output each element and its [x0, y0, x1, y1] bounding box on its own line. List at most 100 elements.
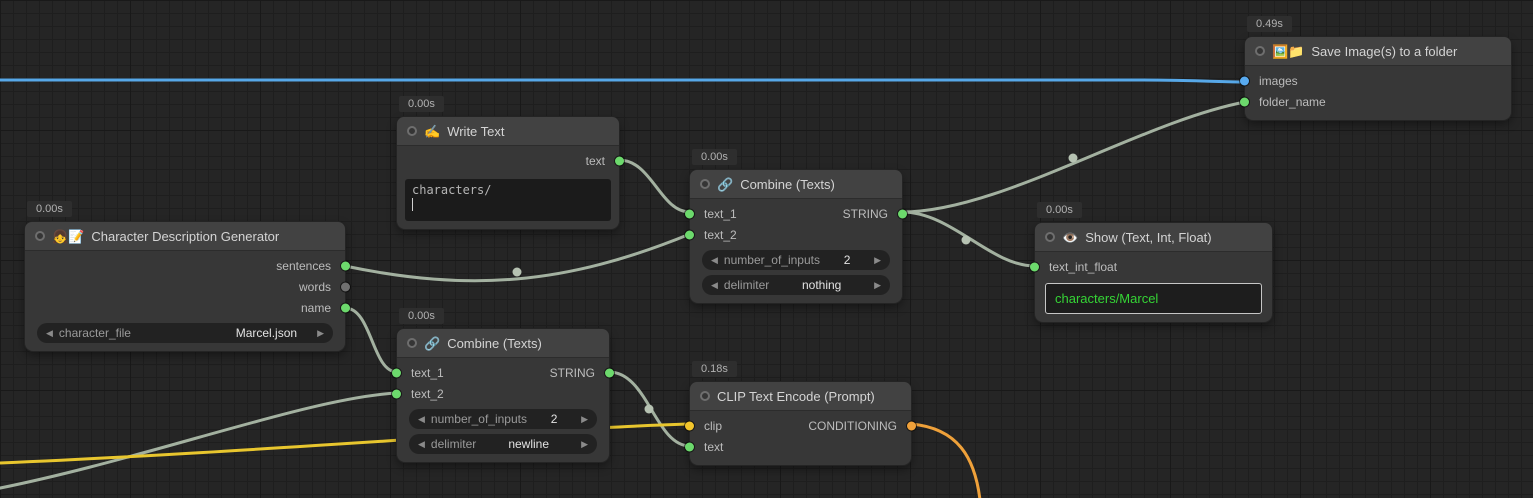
execution-time-badge: 0.00s [692, 149, 737, 165]
port-dot[interactable] [341, 303, 350, 312]
input-port-folder-name[interactable]: folder_name [1240, 91, 1511, 112]
input-port-text2[interactable]: text_2 [392, 383, 609, 404]
node-clip-text-encode[interactable]: 0.18s CLIP Text Encode (Prompt) clip CON… [685, 361, 916, 465]
port-row-text1-string[interactable]: text_1 STRING [392, 362, 614, 383]
port-dot[interactable] [907, 421, 916, 430]
link-midpoint-dot [961, 235, 971, 245]
wire-combine-top-to-save-folder [901, 100, 1246, 214]
port-dot[interactable] [898, 209, 907, 218]
number-of-inputs-widget[interactable]: ◀ number_of_inputs 2 ▶ [409, 409, 597, 429]
port-row-clip-conditioning[interactable]: clip CONDITIONING [685, 415, 916, 436]
input-port-images[interactable]: images [1240, 70, 1511, 91]
input-port-text[interactable]: text [685, 436, 911, 457]
stepper-left-icon[interactable]: ◀ [711, 279, 718, 290]
collapse-dot-icon[interactable] [700, 391, 710, 401]
widget-value[interactable]: 2 [550, 412, 558, 426]
widget-label: delimiter [430, 437, 477, 451]
execution-time-badge: 0.18s [692, 361, 737, 377]
stepper-left-icon[interactable]: ◀ [418, 438, 425, 449]
port-dot[interactable] [605, 368, 614, 377]
input-port-text2[interactable]: text_2 [685, 224, 902, 245]
port-dot[interactable] [1240, 76, 1249, 85]
widget-label: number_of_inputs [723, 253, 820, 267]
wire-combine-top-to-show [901, 210, 1036, 268]
port-label: images [1259, 73, 1298, 88]
wire-offscreen-to-combine-bottom-text2 [0, 391, 398, 490]
port-dot[interactable] [615, 156, 624, 165]
stepper-right-icon[interactable]: ▶ [317, 327, 324, 338]
link-midpoint-dot [644, 404, 654, 414]
node-header[interactable]: CLIP Text Encode (Prompt) [690, 382, 911, 411]
collapse-dot-icon[interactable] [35, 231, 45, 241]
text-editor[interactable]: characters/ [405, 179, 611, 221]
show-value-box[interactable]: characters/Marcel [1045, 283, 1262, 314]
collapse-dot-icon[interactable] [407, 338, 417, 348]
port-dot[interactable] [685, 230, 694, 239]
port-dot[interactable] [685, 442, 694, 451]
output-port-text[interactable]: text [397, 150, 624, 171]
execution-time-badge: 0.00s [1037, 202, 1082, 218]
widget-label: number_of_inputs [430, 412, 527, 426]
port-label: text [704, 439, 724, 454]
node-character-description-generator[interactable]: 0.00s 👧📝 Character Description Generator… [25, 201, 350, 351]
link-icon: 🔗 [424, 335, 441, 351]
widget-value[interactable]: 2 [843, 253, 851, 267]
port-dot[interactable] [392, 368, 401, 377]
port-dot[interactable] [685, 421, 694, 430]
widget-label: delimiter [723, 278, 770, 292]
node-header[interactable]: 👁️ Show (Text, Int, Float) [1035, 223, 1272, 252]
node-header[interactable]: 🔗 Combine (Texts) [397, 329, 609, 358]
output-port-sentences[interactable]: sentences [25, 255, 350, 276]
node-combine-texts-bottom[interactable]: 0.00s 🔗 Combine (Texts) text_1 STRING te… [392, 308, 614, 462]
port-label: text_int_float [1049, 259, 1118, 274]
node-header[interactable]: 🔗 Combine (Texts) [690, 170, 902, 199]
node-header[interactable]: 👧📝 Character Description Generator [25, 222, 345, 251]
delimiter-widget[interactable]: ◀ delimiter nothing ▶ [702, 275, 890, 295]
port-label: words [298, 279, 331, 294]
port-dot[interactable] [341, 282, 350, 291]
port-dot[interactable] [685, 209, 694, 218]
port-label: STRING [842, 206, 888, 221]
node-combine-texts-top[interactable]: 0.00s 🔗 Combine (Texts) text_1 STRING te… [685, 149, 907, 303]
stepper-left-icon[interactable]: ◀ [418, 413, 425, 424]
port-dot[interactable] [341, 261, 350, 270]
node-title: Write Text [447, 123, 505, 139]
collapse-dot-icon[interactable] [1045, 232, 1055, 242]
execution-time-badge: 0.00s [27, 201, 72, 217]
collapse-dot-icon[interactable] [700, 179, 710, 189]
stepper-right-icon[interactable]: ▶ [874, 254, 881, 265]
text-caret [412, 198, 413, 211]
port-dot[interactable] [1240, 97, 1249, 106]
character-file-widget[interactable]: ◀ character_file Marcel.json ▶ [37, 323, 333, 343]
output-port-words[interactable]: words [25, 276, 350, 297]
stepper-right-icon[interactable]: ▶ [581, 413, 588, 424]
node-show-text-int-float[interactable]: 0.00s 👁️ Show (Text, Int, Float) text_in… [1030, 202, 1272, 322]
wire-images [0, 78, 1246, 84]
stepper-left-icon[interactable]: ◀ [711, 254, 718, 265]
node-save-images-to-folder[interactable]: 0.49s 🖼️📁 Save Image(s) to a folder imag… [1240, 16, 1511, 120]
port-dot[interactable] [392, 389, 401, 398]
port-row-text1-string[interactable]: text_1 STRING [685, 203, 907, 224]
input-port-text-int-float[interactable]: text_int_float [1030, 256, 1272, 277]
wire-combine-bottom-to-clip-text [608, 370, 691, 448]
collapse-dot-icon[interactable] [1255, 46, 1265, 56]
stepper-left-icon[interactable]: ◀ [46, 327, 53, 338]
link-icon: 🔗 [717, 176, 734, 192]
node-title: Combine (Texts) [447, 335, 542, 351]
widget-value[interactable]: Marcel.json [235, 326, 298, 340]
collapse-dot-icon[interactable] [407, 126, 417, 136]
node-header[interactable]: ✍️ Write Text [397, 117, 619, 146]
stepper-right-icon[interactable]: ▶ [874, 279, 881, 290]
number-of-inputs-widget[interactable]: ◀ number_of_inputs 2 ▶ [702, 250, 890, 270]
output-port-name[interactable]: name [25, 297, 350, 318]
node-write-text[interactable]: 0.00s ✍️ Write Text text characters/ [397, 96, 624, 229]
node-header[interactable]: 🖼️📁 Save Image(s) to a folder [1245, 37, 1511, 66]
stepper-right-icon[interactable]: ▶ [581, 438, 588, 449]
widget-value[interactable]: nothing [801, 278, 842, 292]
delimiter-widget[interactable]: ◀ delimiter newline ▶ [409, 434, 597, 454]
widget-value[interactable]: newline [508, 437, 550, 451]
port-dot[interactable] [1030, 262, 1039, 271]
widget-label: character_file [58, 326, 131, 340]
port-label: text_1 [411, 365, 444, 380]
